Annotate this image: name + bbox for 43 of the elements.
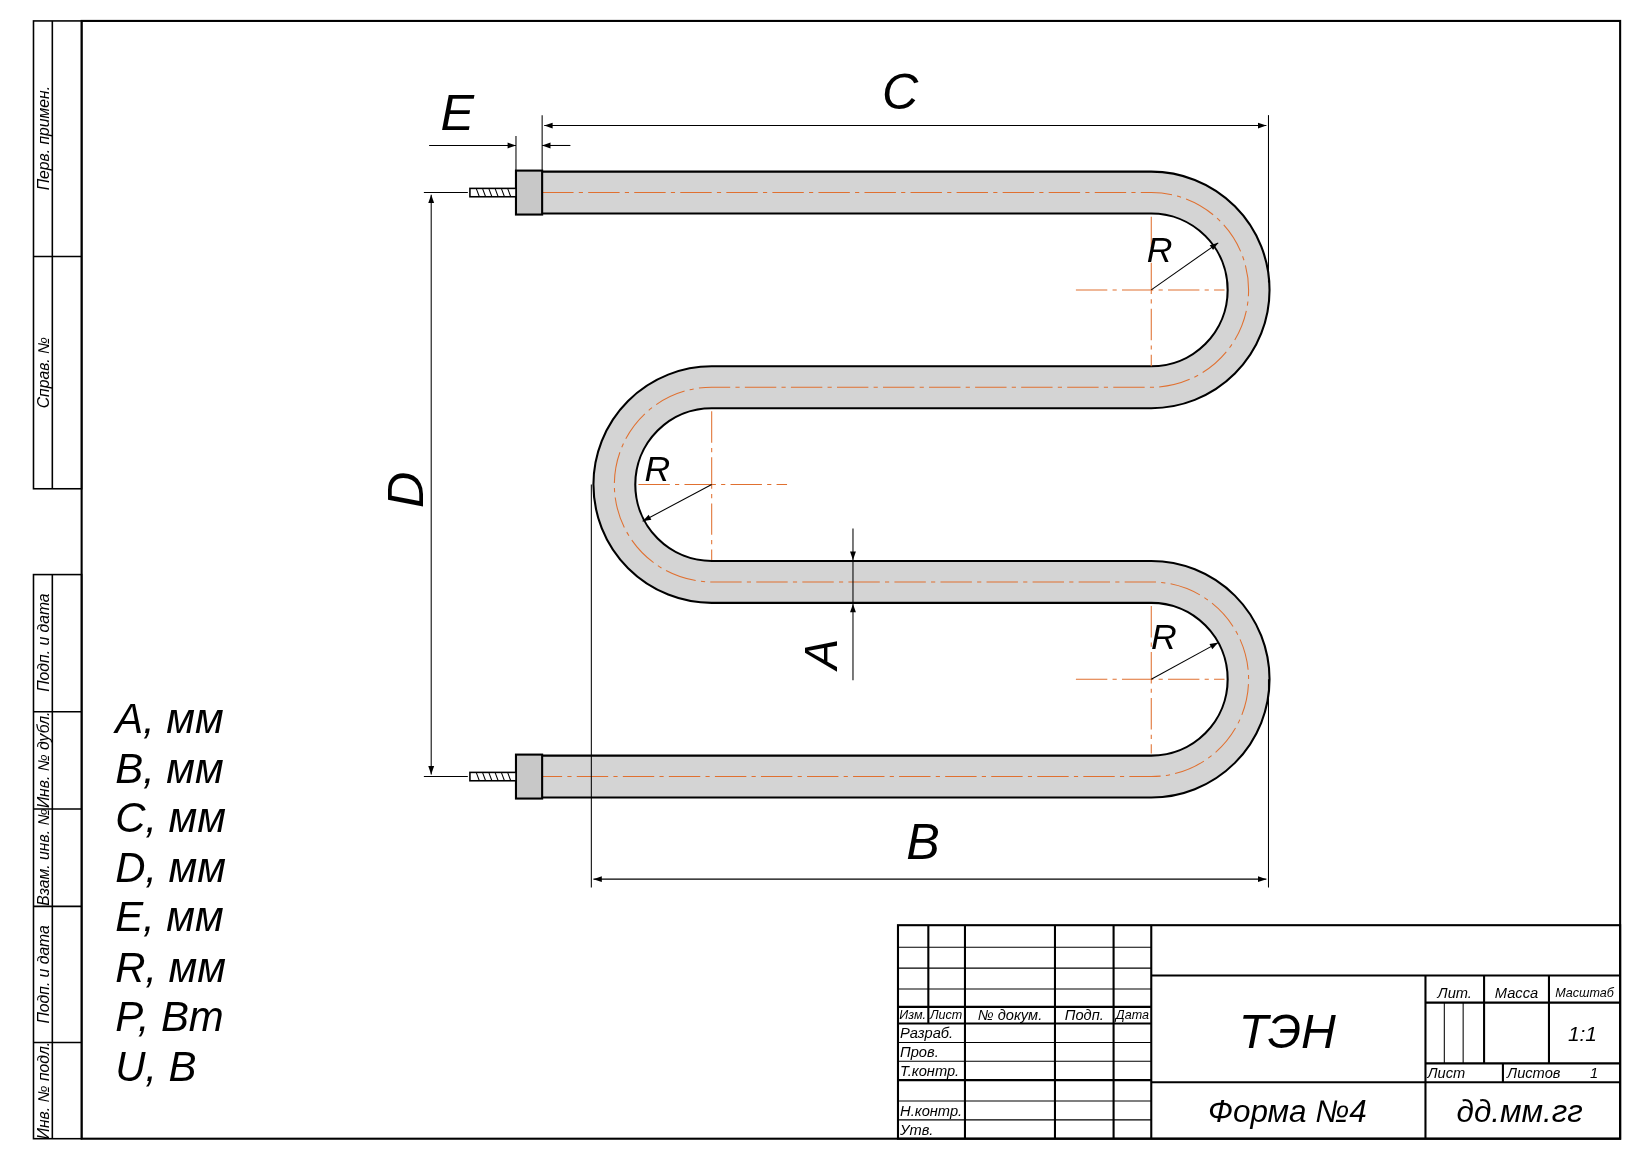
spec-line: D, мм <box>115 846 227 889</box>
table-header: Лит. <box>1437 985 1472 1001</box>
spec-line: B, мм <box>115 746 224 789</box>
table-header: Изм. <box>899 1008 927 1022</box>
spec-line: A, мм <box>115 697 224 739</box>
dimension-label: B <box>906 817 940 868</box>
stamp-label: Подп. и дата <box>35 925 51 1024</box>
stamp-label: Перв. примен. <box>35 85 51 191</box>
table-header: № докум. <box>977 1007 1043 1023</box>
dimension-label: R <box>1146 231 1173 267</box>
scale-value: 1:1 <box>1567 1023 1597 1045</box>
row-label: Т.контр. <box>900 1063 960 1078</box>
table-header: Дата <box>1115 1008 1149 1022</box>
dimension-label: R <box>1150 618 1177 655</box>
stamp-label: Справ. № <box>35 336 51 409</box>
table-header: Лист <box>1427 1065 1466 1081</box>
spec-line: U, В <box>115 1045 197 1087</box>
dimension-label: A <box>798 638 845 670</box>
dimension-label: R <box>644 451 671 487</box>
table-header: Лист <box>929 1008 963 1022</box>
dimension-label: D <box>380 471 432 508</box>
drawing-title: ТЭН <box>1238 1006 1336 1055</box>
sheet-count: 1 <box>1589 1065 1599 1081</box>
stamp-label: Взам. инв. № <box>35 808 51 906</box>
row-label: Разраб. <box>900 1025 954 1041</box>
row-label: Пров. <box>900 1044 939 1060</box>
spec-line: R, мм <box>115 945 227 988</box>
form-number: Форма №4 <box>1207 1095 1367 1128</box>
date-field-text: дд.мм.гг <box>1456 1095 1583 1128</box>
spec-line: E, мм <box>115 895 224 938</box>
table-header: Масса <box>1494 985 1539 1001</box>
row-label: Утв. <box>900 1121 934 1137</box>
stamp-label: Подп. и дата <box>35 593 51 692</box>
spec-line: P, Вт <box>115 995 224 1038</box>
dimension-label: C <box>881 67 919 118</box>
row-label: Н.контр. <box>900 1103 963 1118</box>
stamp-label: Инв. № дубл. <box>35 711 51 809</box>
dimension-label: E <box>440 87 475 139</box>
table-header: Масштаб <box>1555 986 1614 1000</box>
spec-line: C, мм <box>115 796 227 839</box>
table-header: Подп. <box>1064 1007 1104 1023</box>
table-header: Листов <box>1507 1065 1561 1081</box>
stamp-label: Инв. № подл. <box>35 1041 51 1140</box>
